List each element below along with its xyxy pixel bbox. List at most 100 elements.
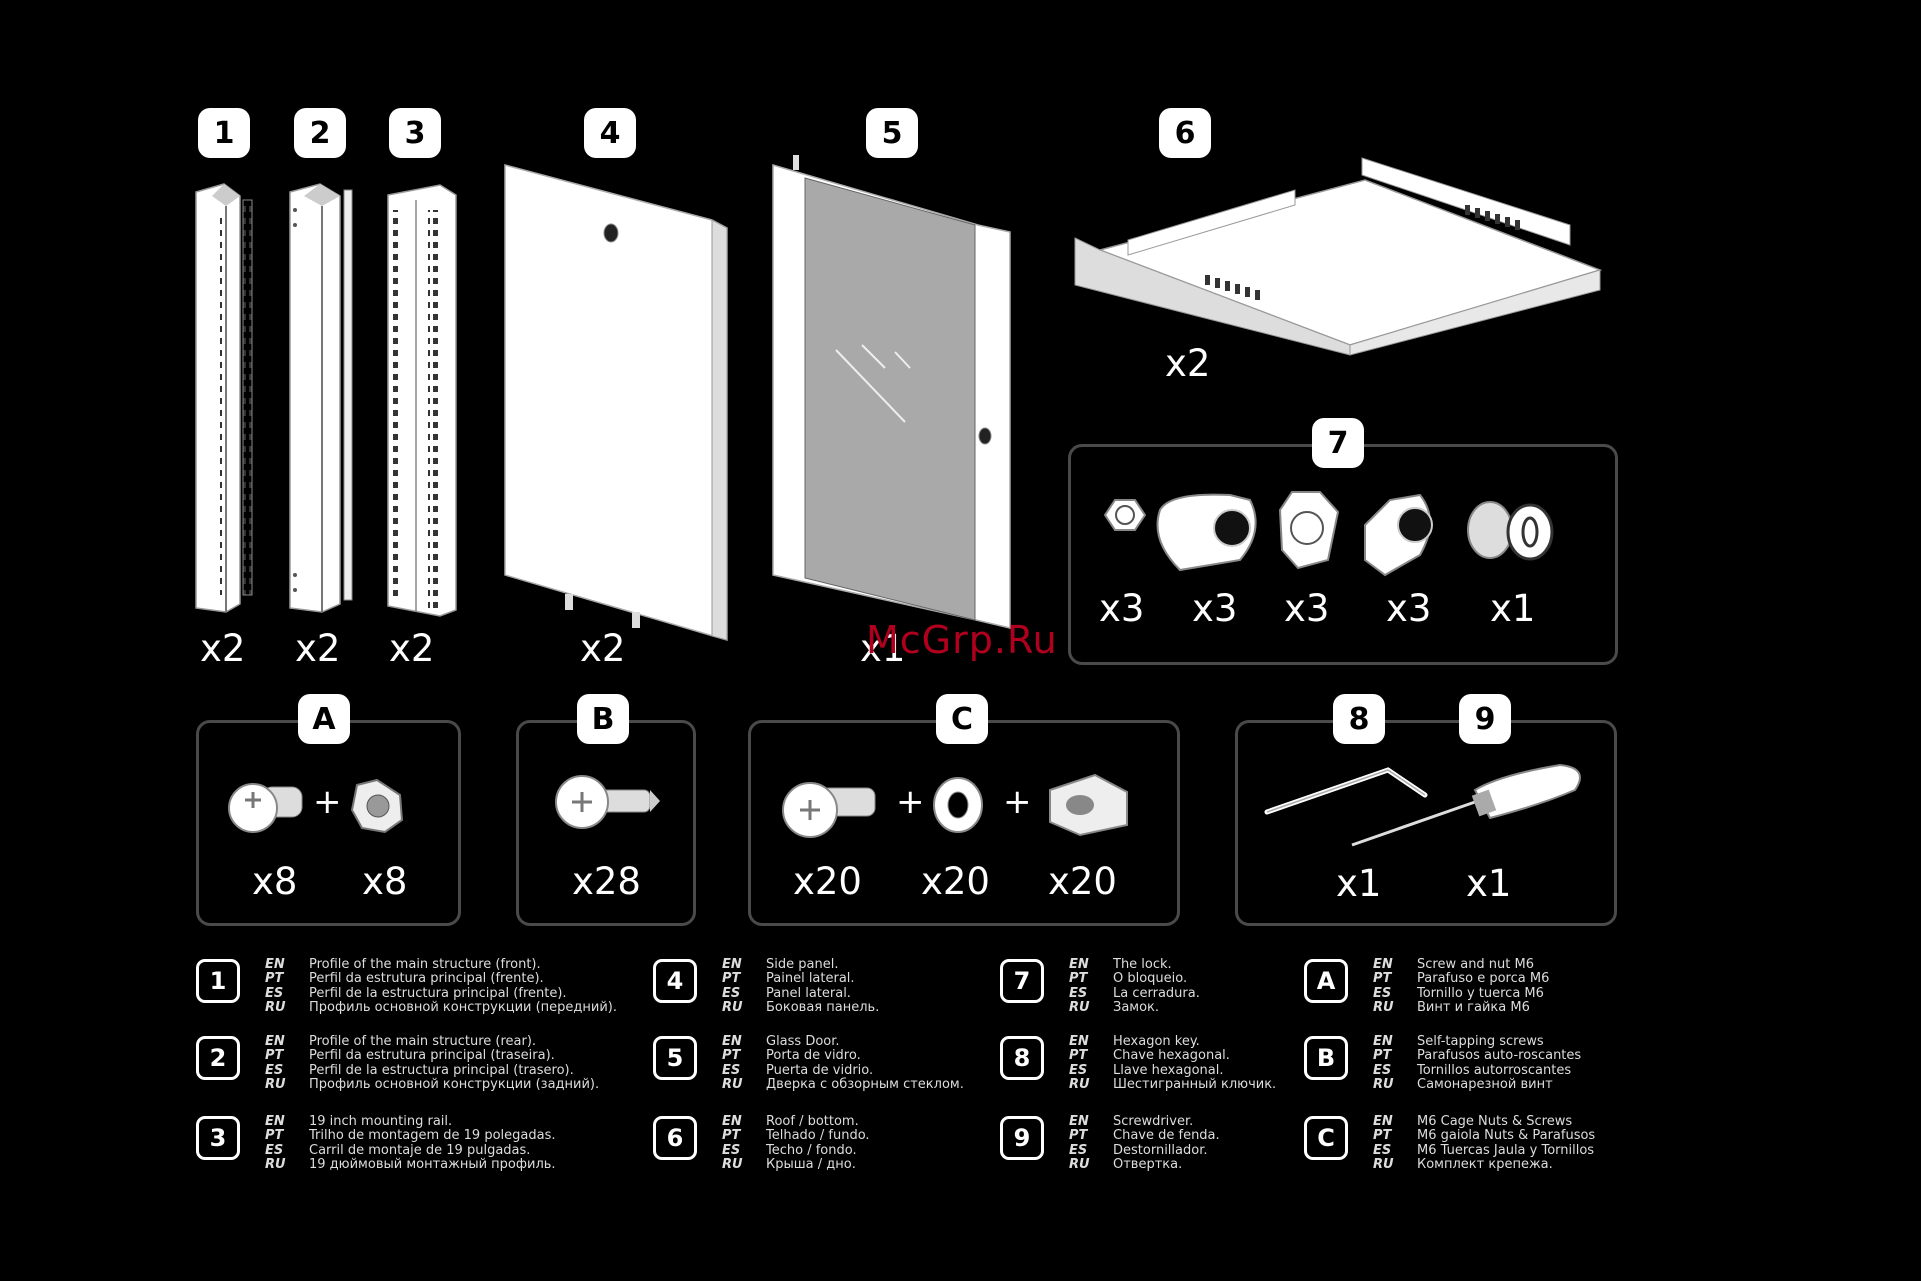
legend-text: Puerta de vidrio. [766,1062,874,1078]
language-code: ES [722,1062,741,1078]
tool-qty-9: x1 [1466,862,1512,905]
legend-entry: EN Profile of the main structure (rear). P… [265,1034,600,1092]
legend-text: 19 дюймовый монтажный профиль. [309,1156,556,1172]
legend-text: Painel lateral. [766,971,855,987]
language-code: RU [1069,1156,1090,1172]
legend-text: Шестигранный ключик. [1113,1076,1277,1092]
language-code: RU [722,999,743,1015]
legend-badge: 2 [196,1036,240,1080]
part-qty-5: x1 [860,627,906,670]
language-code: RU [1373,999,1394,1015]
legend-text: Profile of the main structure (rear). [309,1034,537,1049]
language-code: EN [265,1034,285,1049]
language-code: PT [1373,1048,1392,1064]
screw-nut-m6-icon [228,778,404,834]
lock-qty-5: x1 [1490,587,1536,630]
part-qty-2: x2 [295,627,341,670]
language-code: EN [1069,1114,1089,1129]
legend-badge: 9 [1000,1116,1044,1160]
part-badge-1: 1 [198,108,250,158]
tool-badge-8: 8 [1333,694,1385,744]
self-tapping-screw-icon [555,775,660,829]
language-code: ES [1069,985,1088,1001]
hardware-b-qty: x28 [572,860,641,903]
language-code: EN [1069,1034,1089,1049]
legend-text: Profile of the main structure (front). [309,957,541,972]
legend-text: Parafuso e porca M6 [1417,971,1550,987]
legend-badge: 1 [196,959,240,1003]
lock-parts-icon [1103,491,1554,577]
legend-text: Trilho de montagem de 19 polegadas. [309,1128,556,1144]
language-code: ES [265,1062,284,1078]
hardware-badge-c: C [936,694,988,744]
lock-qty-3: x3 [1284,587,1330,630]
legend-text: Side panel. [766,957,839,972]
hardware-a-qty-nut: x8 [362,860,408,903]
language-code: PT [1373,1128,1392,1144]
legend-text: Glass Door. [766,1034,840,1049]
part-qty-1: x2 [200,627,246,670]
language-code: PT [265,971,284,987]
legend-text: Destornillador. [1113,1142,1208,1158]
legend-text: Винт и гайка M6 [1417,999,1530,1015]
legend-text: M6 Tuercas Jaula y Tornillos [1417,1142,1595,1158]
legend-badge: 7 [1000,959,1044,1003]
legend-text: Chave de fenda. [1113,1128,1220,1144]
watermark: McGrp.Ru [866,618,1058,662]
language-code: PT [1069,1128,1088,1144]
language-code: EN [1373,1034,1393,1049]
hardware-badge-b: B [577,694,629,744]
tool-badge-9: 9 [1459,694,1511,744]
legend-text: Боковая панель. [766,999,880,1015]
hardware-box-a [196,720,461,926]
language-code: EN [722,1034,742,1049]
legend-text: Roof / bottom. [766,1114,859,1129]
legend-text: M6 gaiola Nuts & Parafusos [1417,1128,1596,1144]
legend-text: La cerradura. [1113,985,1200,1001]
legend-text: Llave hexagonal. [1113,1062,1224,1078]
cage-nut-screw-icon [782,773,1128,838]
legend-badge: B [1304,1036,1348,1080]
language-code: EN [1069,957,1089,972]
language-code: PT [1069,971,1088,987]
lock-qty-1: x3 [1099,587,1145,630]
legend-text: Parafusos auto-roscantes [1417,1048,1582,1064]
part-badge-7: 7 [1312,418,1364,468]
language-code: RU [265,999,286,1015]
language-code: ES [722,985,741,1001]
tools-box [1235,720,1617,926]
legend-text: M6 Cage Nuts & Screws [1417,1114,1573,1129]
part-qty-4: x2 [580,627,626,670]
language-code: PT [722,1128,741,1144]
roof-bottom-icon [1074,157,1603,356]
legend-badge: A [1304,959,1348,1003]
part-badge-4: 4 [584,108,636,158]
language-code: RU [722,1076,743,1092]
legend-text: Профиль основной конструкции (задний). [309,1076,600,1092]
part-badge-5: 5 [866,108,918,158]
legend-text: Tornillo y tuerca M6 [1417,985,1544,1001]
language-code: RU [1069,999,1090,1015]
legend-text: Отвертка. [1113,1156,1183,1172]
legend-text: Профиль основной конструкции (передний). [309,999,618,1015]
legend-text: Techo / fondo. [766,1142,857,1158]
language-code: RU [1373,1076,1394,1092]
language-code: EN [722,1114,742,1129]
plus-sign: + [1003,782,1032,822]
language-code: PT [722,971,741,987]
legend-text: Дверка с обзорным стеклом. [766,1076,964,1092]
part-badge-3: 3 [389,108,441,158]
language-code: PT [1373,971,1392,987]
mounting-rail-icon [387,184,457,617]
legend-text: Carril de montaje de 19 pulgadas. [309,1142,531,1158]
language-code: EN [265,957,285,972]
legend-text: Perfil de la estructura principal (trase… [309,1062,574,1078]
legend-badge: 8 [1000,1036,1044,1080]
legend-entry: EN Profile of the main structure (front).… [265,957,618,1015]
